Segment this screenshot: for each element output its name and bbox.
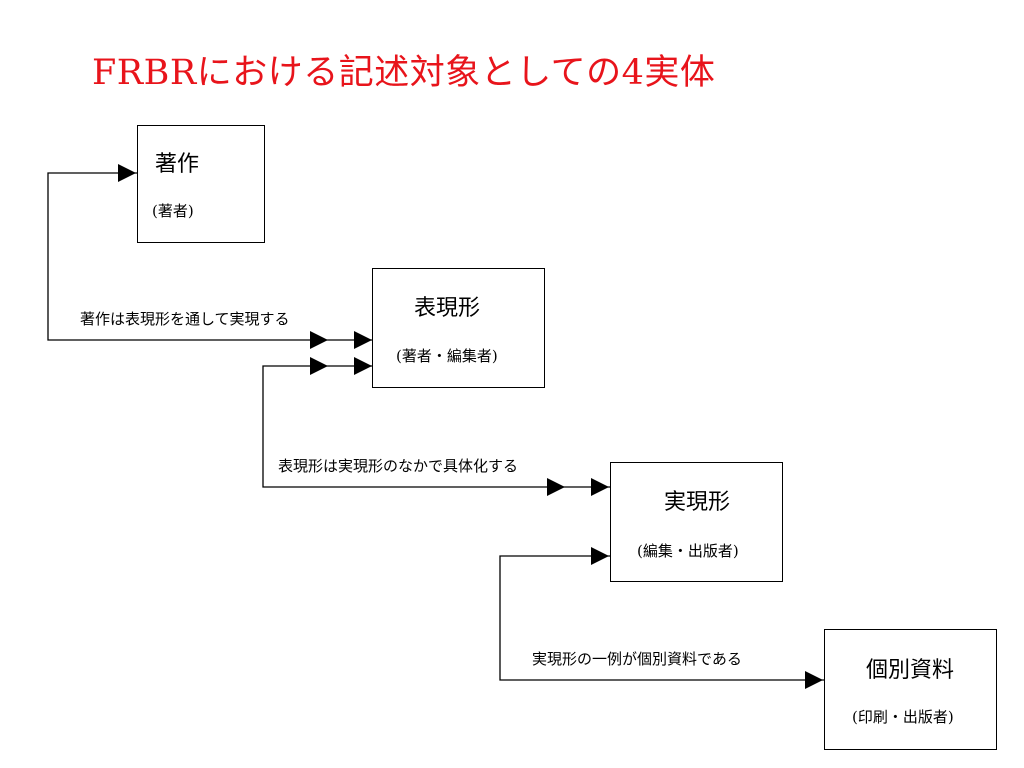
entity-name-expression: 表現形 — [414, 296, 481, 321]
entity-name-work: 著作 — [155, 152, 200, 177]
entity-box-item — [824, 629, 997, 750]
entity-name-manifestation: 実現形 — [664, 490, 731, 515]
connector-expression-manifestation — [262, 357, 610, 496]
entity-role-work: (著者) — [152, 202, 194, 220]
entity-role-item: (印刷・出版者) — [852, 708, 954, 726]
entity-box-manifestation — [610, 462, 783, 582]
relation-label-work-expression: 著作は表現形を通して実現する — [80, 310, 290, 328]
entity-name-item: 個別資料 — [866, 658, 955, 683]
entity-box-work — [137, 125, 265, 243]
entity-role-expression: (著者・編集者) — [396, 347, 498, 365]
entity-box-expression — [372, 268, 545, 388]
relation-label-manifestation-item: 実現形の一例が個別資料である — [532, 650, 742, 668]
connector-work-expression — [47, 164, 372, 349]
relation-label-expression-manifestation: 表現形は実現形のなかで具体化する — [278, 457, 519, 475]
page-title: FRBRにおける記述対象としての4実体 — [92, 53, 716, 93]
connector-manifestation-item — [499, 547, 824, 689]
entity-role-manifestation: (編集・出版者) — [637, 542, 739, 560]
